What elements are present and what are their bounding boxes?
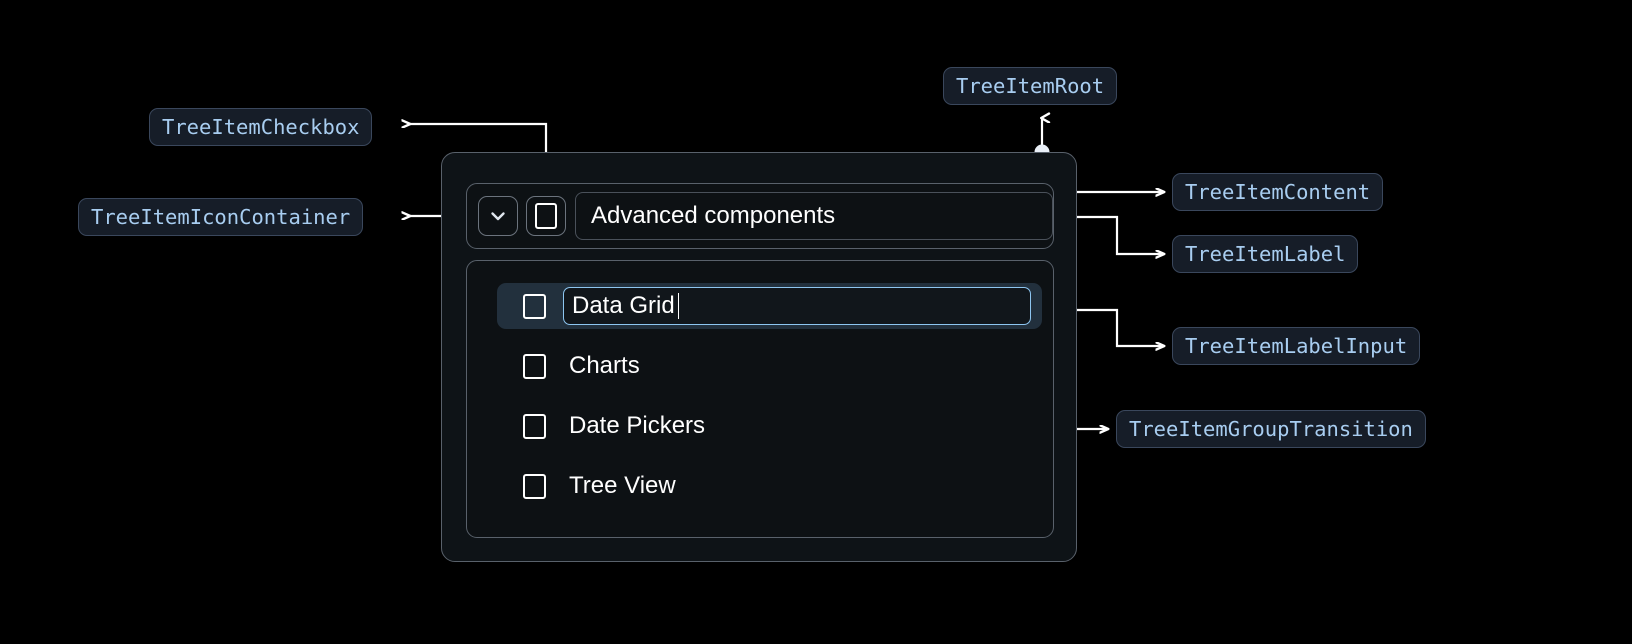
annotation-chip-tree-item-icon-container: TreeItemIconContainer	[78, 198, 364, 236]
annotation-chip-tree-item-group-transition: TreeItemGroupTransition	[1116, 410, 1426, 448]
checkbox-unchecked-icon[interactable]	[523, 473, 546, 499]
tree-item-checkbox[interactable]	[526, 196, 566, 236]
row-spacer	[467, 449, 1053, 463]
annotation-chip-tree-item-root: TreeItemRoot	[943, 67, 1118, 105]
row-spacer	[467, 329, 1053, 343]
tree-item-label[interactable]: Advanced components	[575, 192, 1053, 240]
annotation-chip-tree-item-checkbox: TreeItemCheckbox	[149, 108, 373, 146]
tree-item-icon-container[interactable]	[478, 196, 518, 236]
checkbox-unchecked-icon	[535, 203, 557, 229]
row-spacer	[467, 389, 1053, 403]
annotation-chip-tree-item-label: TreeItemLabel	[1172, 235, 1359, 273]
checkbox-unchecked-icon[interactable]	[523, 353, 546, 379]
annotation-chip-tree-item-label-input: TreeItemLabelInput	[1172, 327, 1421, 365]
text-caret	[677, 293, 680, 319]
checkbox-unchecked-icon[interactable]	[523, 293, 546, 319]
annotation-chip-tree-item-content: TreeItemContent	[1172, 173, 1384, 211]
tree-item-label: Tree View	[569, 472, 676, 499]
label-input-value: Data Grid	[572, 292, 675, 319]
checkbox-unchecked-icon[interactable]	[523, 413, 546, 439]
chevron-down-icon	[486, 204, 510, 228]
tree-item-child-row[interactable]: Tree View	[499, 463, 1044, 509]
tree-item-child-row[interactable]: Charts	[499, 343, 1044, 389]
tree-item-label-input[interactable]: Data Grid	[563, 287, 1031, 325]
tree-item-group-transition: Data Grid Charts Date Pickers Tree View	[466, 260, 1054, 538]
tree-item-child-row[interactable]: Date Pickers	[499, 403, 1044, 449]
tree-item-content[interactable]: Advanced components	[466, 183, 1054, 249]
tree-item-label: Date Pickers	[569, 412, 706, 439]
tree-item-child-row[interactable]: Data Grid	[497, 283, 1042, 329]
tree-item-label: Charts	[569, 352, 640, 379]
tree-item-root[interactable]: Advanced components Data Grid Charts Dat…	[441, 152, 1077, 562]
